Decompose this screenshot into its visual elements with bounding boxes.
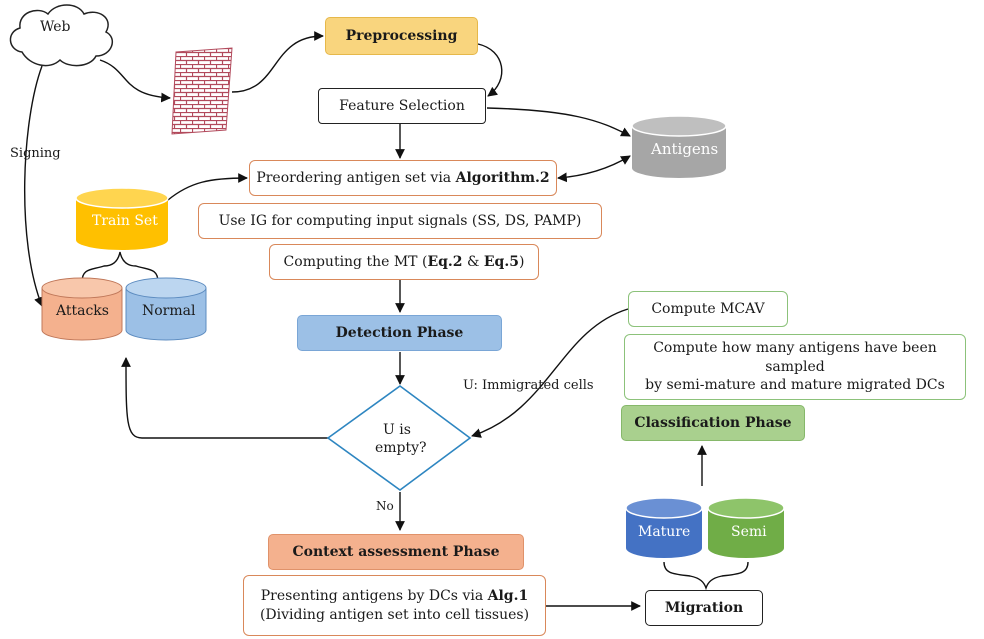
semi-label: Semi: [731, 524, 767, 540]
edge-data-to-preprocessing: [231, 31, 324, 93]
mature-label: Mature: [638, 524, 691, 540]
decision-label-line2: empty?: [375, 440, 427, 456]
dataset-image: [171, 47, 233, 135]
edge-label-signing: Signing: [10, 146, 61, 161]
preordering-box: Preordering antigen set via Algorithm.2: [249, 160, 557, 196]
migration-label: Migration: [664, 599, 744, 616]
preordering-text: Preordering antigen set via Algorithm.2: [256, 169, 549, 188]
decision-label-line1: U is: [383, 422, 411, 438]
detection-phase-label: Detection Phase: [335, 324, 464, 341]
presenting-prefix: Presenting antigens by DCs via: [260, 587, 488, 604]
compute-mcav-label: Compute MCAV: [651, 300, 765, 317]
normal-label: Normal: [142, 303, 196, 319]
edge-antigens-preordering: [557, 155, 631, 183]
mt-prefix: Computing the MT (: [283, 253, 428, 270]
semi-cylinder: [707, 497, 785, 558]
compute-mcav-box: Compute MCAV: [628, 291, 788, 327]
detection-phase-box: Detection Phase: [297, 315, 502, 351]
edge-mcav-to-decision: [471, 308, 629, 438]
context-phase-label: Context assessment Phase: [292, 543, 500, 560]
presenting-line2: (Dividing antigen set into cell tissues): [259, 606, 530, 623]
preordering-label: Preordering antigen set via: [256, 169, 456, 186]
edge-web-to-data: [99, 59, 171, 103]
classification-phase-label: Classification Phase: [634, 414, 792, 431]
feature-selection-label: Feature Selection: [339, 97, 465, 114]
compute-count-box: Compute how many antigens have been samp…: [624, 334, 966, 400]
presenting-box: Presenting antigens by DCs via Alg.1 (Di…: [243, 575, 546, 636]
web-cloud-shape: [9, 4, 114, 67]
brace-train-set: [81, 251, 159, 283]
computing-mt-box: Computing the MT (Eq.2 & Eq.5): [269, 244, 539, 280]
web-label: Web: [40, 19, 71, 35]
mature-cylinder: [625, 497, 703, 558]
computing-mt-text: Computing the MT (Eq.2 & Eq.5): [284, 253, 525, 272]
edge-decision-to-trainset: [121, 357, 328, 439]
edge-preprocessing-to-feature: [477, 43, 503, 97]
eq-2-ref: Eq.2: [427, 253, 463, 270]
mt-mid: &: [462, 253, 484, 270]
preprocessing-box: Preprocessing: [325, 17, 478, 55]
edge-label-immigrated: U: Immigrated cells: [463, 378, 594, 393]
compute-count-line2: by semi-mature and mature migrated DCs: [645, 377, 945, 394]
classification-phase-box: Classification Phase: [621, 405, 805, 441]
algorithm-2-ref: Algorithm.2: [455, 169, 550, 186]
train-set-cylinder: [75, 187, 169, 250]
edge-label-no: No: [376, 499, 394, 513]
presenting-line1: Presenting antigens by DCs via Alg.1: [261, 587, 528, 606]
compute-count-line1: Compute how many antigens have been samp…: [653, 339, 937, 375]
feature-selection-box: Feature Selection: [318, 88, 486, 124]
train-set-label: Train Set: [92, 213, 158, 229]
normal-cylinder: [125, 277, 207, 341]
alg-1-ref: Alg.1: [487, 587, 529, 604]
edge-feature-to-antigens: [486, 107, 631, 137]
antigens-cylinder: [631, 115, 727, 178]
attacks-cylinder: [41, 277, 123, 341]
context-phase-box: Context assessment Phase: [268, 534, 524, 570]
attacks-label: Attacks: [56, 303, 109, 319]
edge-web-signing: [24, 65, 44, 307]
brace-mature-semi: [663, 561, 749, 591]
edge-trainset-to-preordering: [167, 173, 248, 201]
migration-box: Migration: [645, 590, 763, 626]
preprocessing-label: Preprocessing: [345, 27, 458, 44]
decision-diamond: [326, 385, 472, 491]
use-ig-box: Use IG for computing input signals (SS, …: [198, 203, 602, 239]
antigens-label: Antigens: [651, 140, 719, 158]
eq-5-ref: Eq.5: [483, 253, 519, 270]
mt-suffix: ): [518, 253, 525, 270]
use-ig-label: Use IG for computing input signals (SS, …: [218, 212, 582, 229]
